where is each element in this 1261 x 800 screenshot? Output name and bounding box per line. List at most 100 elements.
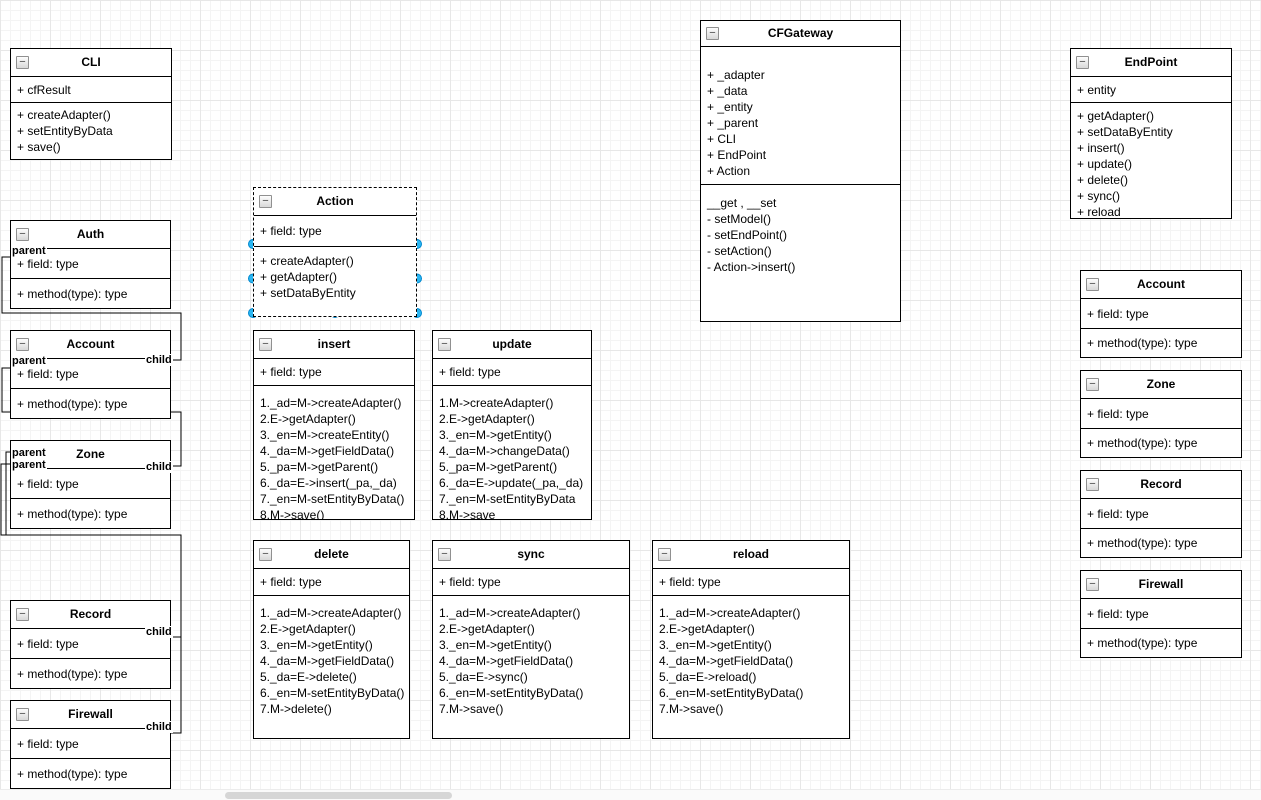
class-title-bar: − CFGateway <box>701 21 900 46</box>
member-line: 4._da=M->getFieldData() <box>260 654 395 668</box>
member-line: 8.M->save() <box>260 508 325 519</box>
member-line: + field: type <box>439 575 501 589</box>
class-compartment: + method(type): type <box>11 658 170 688</box>
horizontal-scrollbar-thumb[interactable] <box>225 792 452 799</box>
class-box-endpoint[interactable]: −EndPoint+ entity+ getAdapter()+ setData… <box>1070 48 1232 219</box>
member-line: - setEndPoint() <box>707 228 788 242</box>
member-line: 7._en=M-setEntityByData() <box>260 492 405 506</box>
edge-label-parent[interactable]: parent <box>11 447 47 459</box>
class-compartment: 1._ad=M->createAdapter()2.E->getAdapter(… <box>653 595 849 738</box>
class-title: Zone <box>1146 377 1176 391</box>
class-title: insert <box>317 337 351 351</box>
class-box-cfgateway[interactable]: −CFGateway+ _adapter+ _data+ _entity+ _p… <box>700 20 901 322</box>
class-box-record-right[interactable]: −Record+ field: type+ method(type): type <box>1080 470 1242 558</box>
member-line: + insert() <box>1077 141 1125 155</box>
class-title-bar: − Action <box>254 188 416 215</box>
collapse-icon[interactable]: − <box>16 707 29 721</box>
class-title: CFGateway <box>767 26 834 40</box>
class-compartment: + method(type): type <box>1081 428 1241 457</box>
member-line: + field: type <box>659 575 721 589</box>
edge-label-parent[interactable]: parent <box>11 459 47 471</box>
member-line: 4._da=M->getFieldData() <box>260 444 395 458</box>
member-line: + _data <box>707 84 748 98</box>
edge-label-child[interactable]: child <box>145 461 173 473</box>
class-compartment: + entity <box>1071 76 1231 102</box>
collapse-icon[interactable]: − <box>706 26 719 40</box>
collapse-icon[interactable]: − <box>16 337 29 351</box>
class-box-account-left[interactable]: −Account+ field: type+ method(type): typ… <box>10 330 171 419</box>
collapse-icon[interactable]: − <box>1086 377 1099 391</box>
class-title-bar: − insert <box>254 331 414 358</box>
collapse-icon[interactable]: − <box>1086 477 1099 491</box>
collapse-icon[interactable]: − <box>1076 55 1089 69</box>
collapse-icon[interactable]: − <box>658 547 671 561</box>
class-compartment: + field: type <box>11 358 170 388</box>
member-line: + field: type <box>1087 607 1149 621</box>
class-compartment: + field: type <box>11 728 170 758</box>
member-line: + getAdapter() <box>1077 109 1155 123</box>
class-title-bar: − delete <box>254 541 409 568</box>
class-title-bar: −update <box>433 331 591 358</box>
member-line: 6._en=M-setEntityByData() <box>439 686 584 700</box>
collapse-icon[interactable]: − <box>16 55 29 69</box>
class-title: delete <box>314 547 349 561</box>
member-line: 7._en=M-setEntityByData <box>439 492 576 506</box>
class-compartment: + field: type <box>433 358 591 385</box>
edge-label-parent[interactable]: parent <box>11 245 47 257</box>
class-box-firewall-right[interactable]: −Firewall+ field: type+ method(type): ty… <box>1080 570 1242 658</box>
class-box-action[interactable]: −Action+ field: type+ createAdapter()+ g… <box>253 187 417 317</box>
collapse-icon[interactable]: − <box>16 227 29 241</box>
member-line: + method(type): type <box>17 287 128 301</box>
collapse-icon[interactable]: − <box>1086 577 1099 591</box>
collapse-icon[interactable]: − <box>438 547 451 561</box>
class-box-auth[interactable]: −Auth+ field: type+ method(type): type <box>10 220 171 309</box>
member-line: + method(type): type <box>17 767 128 781</box>
edge-label-parent[interactable]: parent <box>11 355 47 367</box>
member-line: 5._pa=M->getParent() <box>439 460 558 474</box>
class-title: Account <box>1137 277 1185 291</box>
member-line: + createAdapter() <box>17 108 111 122</box>
collapse-icon[interactable]: − <box>259 194 272 208</box>
class-title-bar: −Record <box>1081 471 1241 498</box>
member-line: 1._ad=M->createAdapter() <box>439 606 581 620</box>
member-line: + setDataByEntity <box>260 286 356 300</box>
class-title: Action <box>316 194 354 208</box>
class-box-zone-right[interactable]: −Zone+ field: type+ method(type): type <box>1080 370 1242 458</box>
class-box-firewall-left[interactable]: −Firewall+ field: type+ method(type): ty… <box>10 700 171 789</box>
member-line: 6._da=E->update(_pa,_da) <box>439 476 584 490</box>
edge-label-child[interactable]: child <box>145 626 173 638</box>
class-compartment: + field: type <box>1081 498 1241 528</box>
member-line: + sync() <box>1077 189 1121 203</box>
collapse-icon[interactable]: − <box>438 337 451 351</box>
collapse-icon[interactable]: − <box>259 547 272 561</box>
edge-label-child[interactable]: child <box>145 721 173 733</box>
class-box-reload[interactable]: − reload + field: type 1._ad=M->createAdapt… <box>652 540 850 739</box>
class-title: reload <box>732 547 769 561</box>
edge-label-child[interactable]: child <box>145 354 173 366</box>
member-line: 5._da=E->sync() <box>439 670 528 684</box>
collapse-icon[interactable]: − <box>16 607 29 621</box>
member-line: + EndPoint <box>707 148 767 162</box>
collapse-icon[interactable]: − <box>259 337 272 351</box>
collapse-icon[interactable]: − <box>1086 277 1099 291</box>
member-line: + getAdapter() <box>260 270 338 284</box>
member-line: + method(type): type <box>1087 436 1198 450</box>
class-compartment: + createAdapter()+ getAdapter()+ setData… <box>254 246 416 316</box>
class-box-account-right[interactable]: −Account+ field: type+ method(type): typ… <box>1080 270 1242 358</box>
member-line: 1._ad=M->createAdapter() <box>260 396 402 410</box>
class-compartment: + field: type <box>11 248 170 278</box>
class-title: EndPoint <box>1124 55 1178 69</box>
class-box-cli[interactable]: −CLI+ cfResult+ createAdapter()+ setEnti… <box>10 48 172 160</box>
member-line: + field: type <box>1087 307 1149 321</box>
member-line: 4._da=M->getFieldData() <box>439 654 574 668</box>
class-compartment: + field: type <box>1081 598 1241 628</box>
member-line: + field: type <box>17 737 79 751</box>
member-line: 5._pa=M->getParent() <box>260 460 379 474</box>
horizontal-scrollbar-track[interactable] <box>0 789 1261 800</box>
class-box-record-left[interactable]: −Record+ field: type+ method(type): type <box>10 600 171 689</box>
